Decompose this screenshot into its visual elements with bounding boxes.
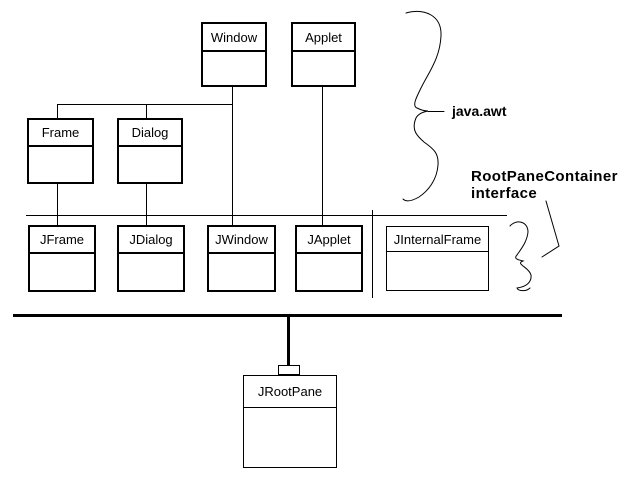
class-box-header: JInternalFrame bbox=[387, 227, 488, 252]
class-name-label: JDialog bbox=[129, 232, 173, 247]
class-box-frame: Frame bbox=[27, 118, 94, 184]
class-box-applet: Applet bbox=[291, 22, 356, 87]
class-name-label: Frame bbox=[41, 125, 80, 140]
class-box-jdialog: JDialog bbox=[117, 225, 185, 292]
class-box-jinternalframe: JInternalFrame bbox=[386, 226, 489, 291]
class-name-label: Window bbox=[210, 29, 258, 45]
class-name-label: Applet bbox=[305, 29, 342, 45]
rootpane-container-label: RootPaneContainer interface bbox=[471, 168, 618, 202]
class-box-header: Window bbox=[203, 24, 265, 52]
class-box-header: Applet bbox=[293, 24, 354, 52]
jrootpane-connector-tab bbox=[278, 365, 300, 375]
class-box-window: Window bbox=[201, 22, 267, 87]
class-box-header: JApplet bbox=[297, 227, 361, 254]
rootpane-container-label-line1: RootPaneContainer bbox=[471, 168, 618, 185]
class-box-header: Dialog bbox=[119, 120, 181, 147]
class-box-header: Frame bbox=[29, 120, 92, 147]
class-box-header: JWindow bbox=[209, 227, 274, 254]
class-name-label: JInternalFrame bbox=[393, 231, 482, 247]
class-box-japplet: JApplet bbox=[295, 225, 363, 292]
class-name-label: Dialog bbox=[131, 125, 169, 140]
class-box-jwindow: JWindow bbox=[207, 225, 276, 292]
class-box-dialog: Dialog bbox=[117, 118, 183, 184]
class-name-label: JRootPane bbox=[257, 384, 323, 399]
inheritance-connectors bbox=[13, 87, 562, 375]
class-name-label: JApplet bbox=[307, 232, 351, 247]
class-name-label: JWindow bbox=[215, 232, 268, 247]
rootpane-container-label-line2: interface bbox=[471, 185, 538, 202]
annotation-marks bbox=[402, 11, 560, 292]
class-box-header: JFrame bbox=[30, 227, 94, 254]
class-box-jrootpane: JRootPane bbox=[243, 375, 337, 468]
rootpane-pointer-line bbox=[541, 200, 560, 258]
class-box-header: JRootPane bbox=[244, 376, 336, 408]
rootpane-brace bbox=[509, 221, 532, 292]
java-awt-label-text: java.awt bbox=[452, 103, 507, 119]
class-box-jframe: JFrame bbox=[28, 225, 96, 292]
class-name-label: JFrame bbox=[39, 232, 85, 247]
java-awt-brace bbox=[402, 11, 442, 202]
class-box-header: JDialog bbox=[119, 227, 183, 254]
java-awt-label: java.awt bbox=[452, 103, 506, 119]
